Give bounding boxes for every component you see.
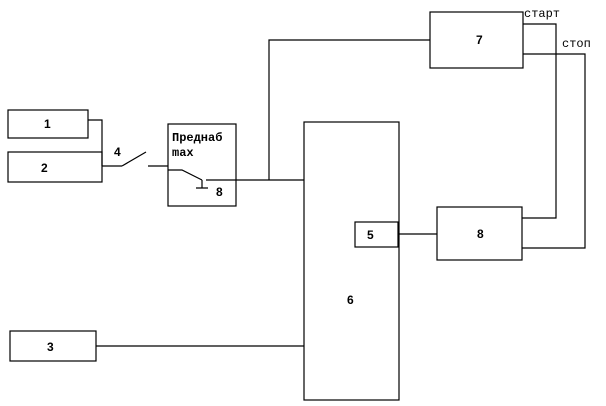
limit-switch-block: Преднаб max 8 — [167, 123, 237, 207]
block-7: 7 — [429, 11, 524, 69]
limit-switch-contact — [168, 169, 203, 181]
wire-to-block7 — [268, 39, 430, 180]
block-6: 6 — [303, 121, 400, 401]
block-7-label: 7 — [476, 33, 483, 47]
block-2-label: 2 — [41, 161, 48, 175]
block-8-right: 8 — [436, 206, 523, 261]
switch-4-label: 4 — [114, 145, 121, 159]
block-1-label: 1 — [44, 117, 51, 131]
block-2: 2 — [7, 151, 103, 183]
limit-switch-label-line1: Преднаб — [172, 130, 222, 145]
block-5: 5 — [354, 221, 399, 248]
wire-start — [522, 23, 557, 219]
block-3: 3 — [9, 330, 97, 362]
block-5-label: 5 — [367, 228, 374, 242]
wire-stop — [522, 53, 586, 249]
limit-switch-actuator — [196, 180, 208, 189]
block-6-label: 6 — [347, 293, 354, 307]
limit-switch-number: 8 — [216, 185, 223, 199]
switch-4-blade — [121, 151, 147, 167]
block-8-label: 8 — [477, 227, 484, 241]
start-label: старт — [524, 7, 560, 21]
stop-label: стоп — [562, 37, 591, 51]
block-3-label: 3 — [47, 340, 54, 354]
switch-4: 4 — [114, 145, 168, 167]
limit-switch-label-line2: max — [172, 146, 194, 160]
wire-block1-to-junction — [88, 119, 103, 166]
block-1: 1 — [7, 109, 89, 139]
